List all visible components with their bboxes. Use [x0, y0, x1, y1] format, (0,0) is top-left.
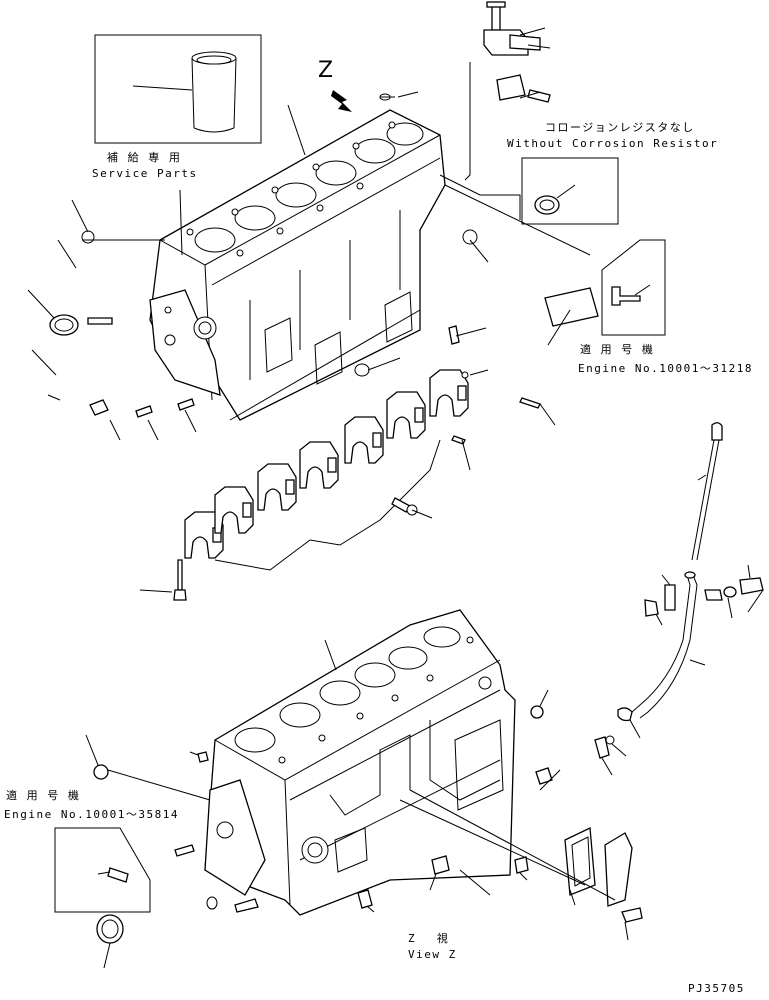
- drawing-number: PJ35705: [688, 982, 745, 995]
- service-parts-label-en: Service Parts: [92, 167, 198, 180]
- no-resistor-label-jp: コロージョンレジスタなし: [545, 121, 695, 134]
- main-bearing-caps: [184, 369, 469, 571]
- service-parts-box: [94, 34, 262, 144]
- upper-small-parts: [49, 93, 541, 601]
- upper-cylinder-block: [149, 109, 446, 421]
- lower-small-parts: [54, 639, 643, 969]
- applicable-engine-label-1-en: Engine No.10001～31218: [578, 362, 753, 375]
- no-resistor-label-en: Without Corrosion Resistor: [507, 137, 719, 150]
- view-z-label-en: View Z: [408, 948, 457, 961]
- corrosion-resistor-parts: [439, 1, 619, 256]
- service-parts-label-jp: 補 給 専 用: [107, 151, 182, 164]
- applicable-engine-label-2-jp: 適 用 号 機: [6, 789, 81, 802]
- view-z-label-jp: Z 視: [408, 932, 450, 945]
- applicable-engine-label-2-en: Engine No.10001～35814: [4, 808, 179, 821]
- dipstick-assembly: [594, 422, 764, 776]
- applicable-engine-label-1-jp: 適 用 号 機: [580, 343, 655, 356]
- engine-31218-box: [544, 239, 666, 346]
- view-z-arrow: [331, 90, 352, 112]
- upper-leader-lines: [27, 91, 556, 593]
- view-z-letter: Z: [318, 58, 334, 83]
- lower-cylinder-block: [204, 609, 516, 916]
